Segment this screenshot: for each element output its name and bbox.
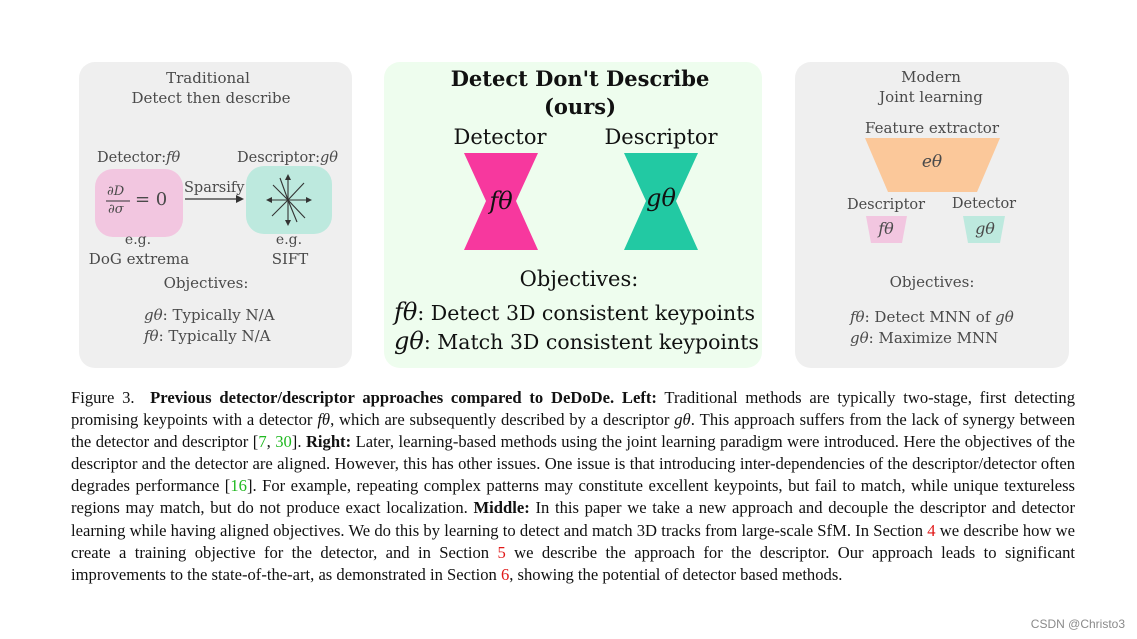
detector-symbol: fθ [489, 187, 513, 215]
section-4-link[interactable]: 4 [927, 520, 936, 540]
right-label: Right: [305, 432, 352, 452]
left-label: Left: [621, 388, 657, 407]
modern-panel [795, 62, 1069, 368]
dedode-panel [384, 62, 762, 368]
right-objectives-label: Objectives: [889, 273, 975, 291]
middle-objective-1: fθ: Detect 3D consistent keypoints [394, 298, 756, 326]
eg-right: e.g. [275, 232, 303, 248]
detector-blob [95, 169, 183, 237]
section-5-link[interactable]: 5 [497, 542, 506, 562]
right-detector-symbol: gθ [975, 219, 995, 238]
sparsify-label: Sparsify [184, 180, 245, 196]
modern-subtitle: Joint learning [879, 88, 983, 106]
left-detector-label: Detector:fθ [97, 150, 181, 166]
extractor-symbol: eθ [921, 152, 943, 172]
g-theta: gθ [674, 410, 691, 430]
caption-title: Previous detector/descriptor approaches … [150, 388, 615, 407]
right-objective-2: gθ: Maximize MNN [850, 329, 999, 347]
modern-title: Modern [901, 68, 961, 86]
equation-rhs: = 0 [135, 189, 168, 210]
right-objective-1: fθ: Detect MNN of gθ [850, 308, 1014, 326]
middle-objective-2: gθ: Match 3D consistent keypoints [394, 327, 759, 355]
right-detector-label: Detector [951, 196, 1017, 212]
f-theta: fθ [317, 410, 331, 430]
middle-objectives-label: Objectives: [519, 267, 639, 291]
descriptor-hourglass [624, 153, 698, 250]
figure-caption: Figure 3. Previous detector/descriptor a… [71, 388, 1076, 584]
eg-left: e.g. [124, 232, 152, 248]
dedode-title: Detect Don't Describe [450, 66, 710, 91]
sparsify-arrowhead [236, 195, 244, 203]
traditional-title: Traditional [166, 69, 250, 87]
right-descriptor-symbol: fθ [878, 219, 894, 238]
watermark: CSDN @Christo3 [1030, 617, 1125, 631]
left-objectives-label: Objectives: [163, 274, 249, 292]
equation-numerator: ∂D [107, 184, 125, 199]
citation-7[interactable]: 7 [258, 432, 267, 452]
citation-30[interactable]: 30 [275, 432, 292, 452]
feature-extractor-label: Feature extractor [864, 119, 1000, 137]
figure-label: Figure 3. [71, 388, 135, 407]
detector-hourglass [464, 153, 538, 250]
middle-label: Middle: [473, 498, 530, 518]
section-6-link[interactable]: 6 [500, 564, 510, 584]
traditional-subtitle: Detect then describe [131, 89, 291, 107]
left-objective-1: gθ: Typically N/A [144, 306, 275, 324]
descriptor-symbol: gθ [646, 184, 676, 212]
small-descriptor-trapezoid [866, 216, 907, 243]
right-descriptor-label: Descriptor [846, 197, 926, 213]
sift-label: SIFT [271, 250, 309, 268]
detector-label: Detector [453, 125, 547, 149]
dog-extrema-label: DoG extrema [88, 250, 190, 268]
small-detector-trapezoid [963, 216, 1005, 243]
equation-denominator: ∂σ [108, 202, 124, 217]
dedode-subtitle: (ours) [543, 94, 617, 119]
descriptor-label: Descriptor [604, 125, 718, 149]
feature-extractor-trapezoid [865, 138, 1000, 192]
left-objective-2: fθ: Typically N/A [144, 327, 271, 345]
left-descriptor-label: Descriptor:gθ [237, 150, 339, 166]
citation-16[interactable]: 16 [230, 476, 247, 496]
